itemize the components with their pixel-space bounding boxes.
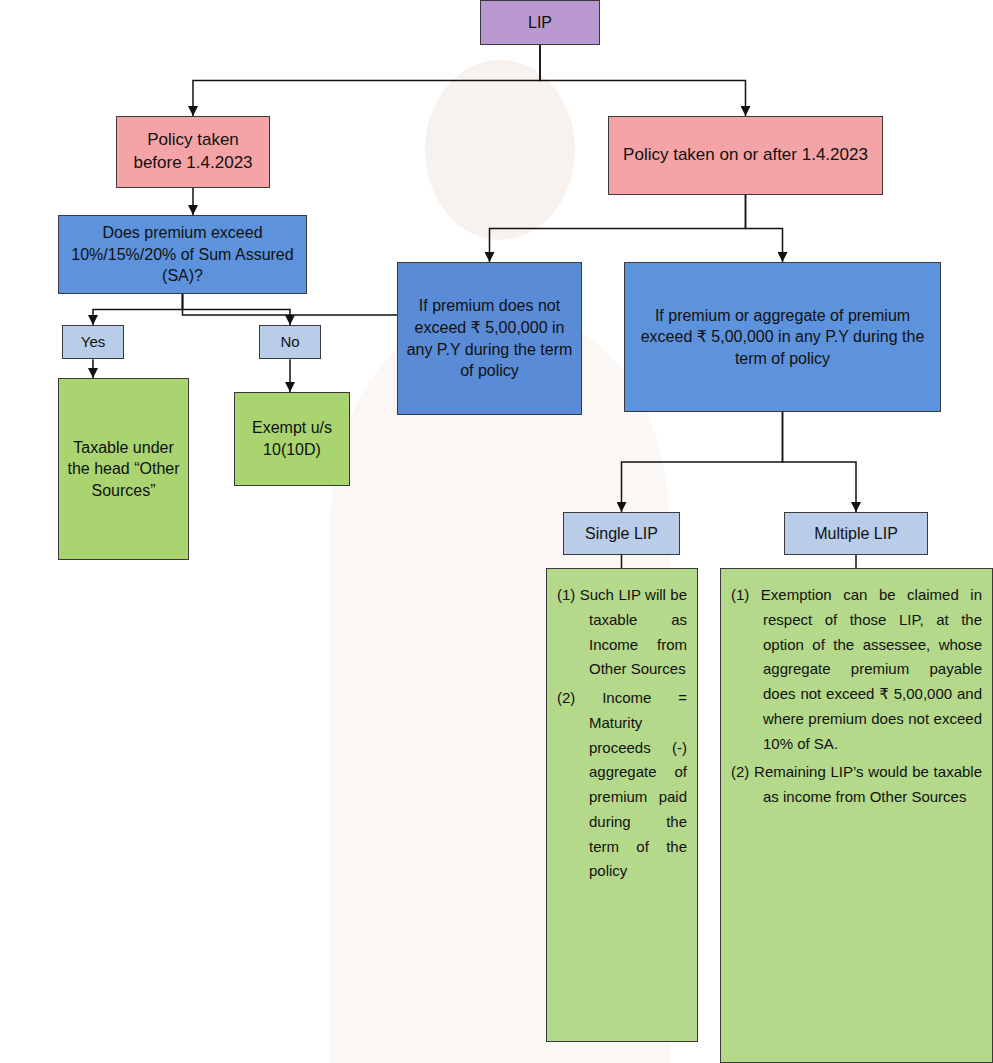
rule-box: (1) Exemption can be claimed in respect … xyxy=(720,568,993,1063)
box-text: Multiple LIP xyxy=(793,523,919,545)
case-box: Multiple LIP xyxy=(784,512,928,555)
answer-box: No xyxy=(259,325,321,359)
connector-arrow xyxy=(183,294,291,325)
connector-arrow xyxy=(92,359,94,378)
box-text: (2) Remaining LIP’s would be taxable as … xyxy=(731,760,982,810)
box-text: Yes xyxy=(71,332,115,352)
connector-arrow xyxy=(621,555,623,568)
branch-box: Policy taken on or after 1.4.2023 xyxy=(608,116,883,195)
connector-arrow xyxy=(193,45,540,116)
head-shape xyxy=(425,60,575,240)
connector-arrow xyxy=(622,412,783,512)
box-text: Exempt u/s 10(10D) xyxy=(243,417,341,460)
connector-arrow xyxy=(855,555,857,568)
connector-arrow xyxy=(289,359,291,392)
box-text: If premium or aggregate of premium excee… xyxy=(633,305,932,370)
box-text: Policy taken before 1.4.2023 xyxy=(125,129,261,175)
rule-box: (1) Such LIP will be taxable as Income f… xyxy=(546,568,698,1042)
result-box: Exempt u/s 10(10D) xyxy=(234,392,350,486)
box-text: No xyxy=(268,332,312,352)
box-text: LIP xyxy=(489,12,591,34)
result-box: Taxable under the head “Other Sources” xyxy=(58,378,189,560)
box-text: Policy taken on or after 1.4.2023 xyxy=(617,144,874,167)
box-text: (1) Such LIP will be taxable as Income f… xyxy=(557,583,687,682)
box-text: Single LIP xyxy=(572,523,671,545)
connector-arrow xyxy=(746,195,783,262)
condition-box: If premium does not exceed ₹ 5,00,000 in… xyxy=(397,262,582,415)
root-box: LIP xyxy=(480,0,600,45)
connector-arrow xyxy=(93,294,183,325)
connector-arrow xyxy=(540,45,746,116)
box-text: Taxable under the head “Other Sources” xyxy=(67,437,180,502)
box-text: (2) Income = Maturity proceeds (-) aggre… xyxy=(557,686,687,884)
connector-arrow xyxy=(192,188,194,215)
box-text: If premium does not exceed ₹ 5,00,000 in… xyxy=(406,295,573,381)
decision-box: Does premium exceed 10%/15%/20% of Sum A… xyxy=(58,215,307,294)
branch-box: Policy taken before 1.4.2023 xyxy=(116,116,270,188)
answer-box: Yes xyxy=(62,325,124,359)
box-text: Does premium exceed 10%/15%/20% of Sum A… xyxy=(67,222,298,287)
case-box: Single LIP xyxy=(563,512,680,555)
connector-arrow xyxy=(783,412,857,512)
connector-arrow xyxy=(490,195,746,262)
box-text: (1) Exemption can be claimed in respect … xyxy=(731,583,982,756)
condition-box: If premium or aggregate of premium excee… xyxy=(624,262,941,412)
